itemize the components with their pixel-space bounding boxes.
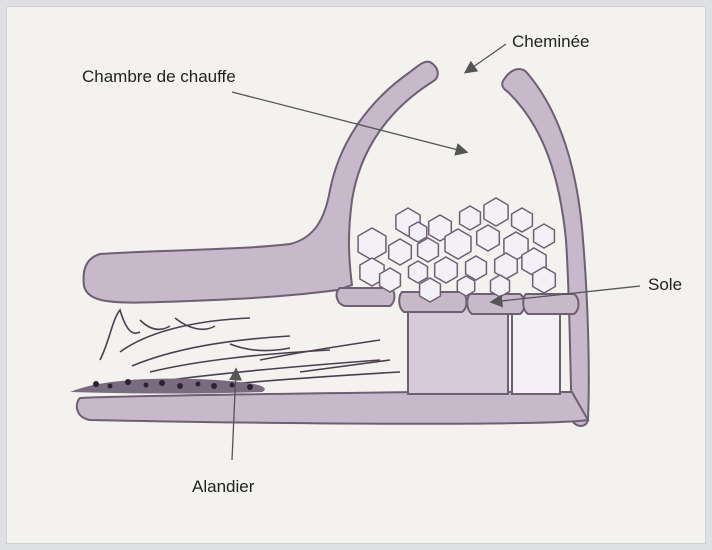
pot-18 bbox=[495, 253, 518, 279]
pot-17 bbox=[466, 256, 487, 280]
pot-21 bbox=[457, 276, 474, 296]
pot-6 bbox=[512, 208, 533, 232]
hearth-slab-3 bbox=[523, 294, 578, 314]
pot-4 bbox=[460, 206, 481, 230]
pot-15 bbox=[409, 261, 428, 283]
pot-24 bbox=[409, 222, 426, 242]
pot-16 bbox=[435, 257, 458, 283]
pot-20 bbox=[420, 278, 441, 302]
pot-14 bbox=[380, 268, 401, 292]
pot-23 bbox=[533, 267, 556, 293]
pot-9 bbox=[418, 238, 439, 262]
pot-5 bbox=[484, 198, 508, 226]
kiln-floor bbox=[77, 392, 588, 424]
label-firebox: Alandier bbox=[192, 477, 255, 496]
flames bbox=[100, 310, 400, 386]
arrow-chimney bbox=[466, 44, 506, 72]
pot-8 bbox=[389, 239, 412, 265]
label-chimney: Cheminée bbox=[512, 32, 590, 51]
hearth-block-left bbox=[337, 288, 395, 306]
label-heating-chamber: Chambre de chauffe bbox=[82, 67, 236, 86]
pot-1 bbox=[358, 228, 386, 260]
pottery-stack bbox=[358, 198, 555, 302]
hearth-support bbox=[399, 292, 578, 394]
pot-22 bbox=[491, 275, 510, 297]
pot-13 bbox=[534, 224, 555, 248]
label-hearth: Sole bbox=[648, 275, 682, 294]
hearth-slab-2 bbox=[467, 294, 524, 314]
pot-10 bbox=[445, 229, 471, 259]
pot-11 bbox=[477, 225, 500, 251]
